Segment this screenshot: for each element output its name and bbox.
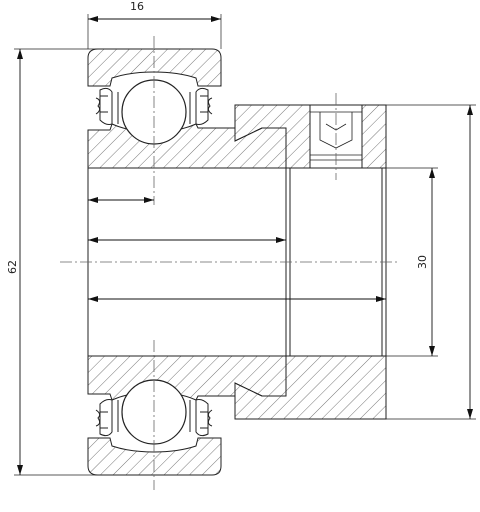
seal-lower-right <box>195 399 213 437</box>
outer-diameter-label: 62 <box>6 260 19 274</box>
retainer-upper <box>117 92 191 124</box>
retainer-lower <box>117 400 191 432</box>
seal-lower-left <box>95 399 113 437</box>
dimension-lines <box>17 16 473 475</box>
bore-diameter-label: 30 <box>416 255 429 269</box>
center-lines <box>60 36 400 490</box>
width-dimension-label: 16 <box>130 0 144 13</box>
seal-upper-left <box>95 87 113 125</box>
seal-upper-right <box>195 87 213 125</box>
locking-collar-lower <box>234 355 387 420</box>
